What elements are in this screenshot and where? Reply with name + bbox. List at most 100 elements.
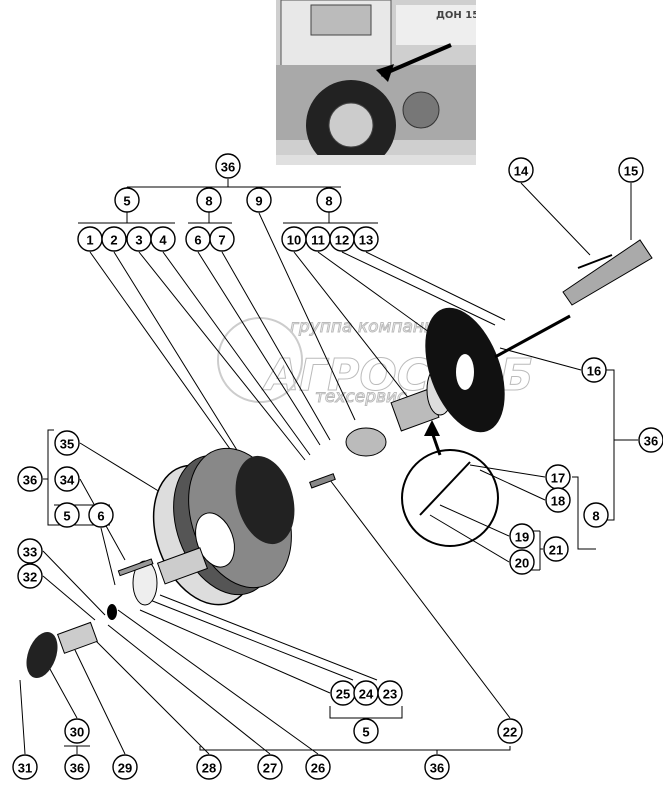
callout-13: 13 <box>353 226 379 252</box>
callout-27: 27 <box>257 754 283 780</box>
callout-circle <box>17 538 43 564</box>
callout-number: 25 <box>336 687 350 702</box>
callout-7: 7 <box>209 226 235 252</box>
model-text: ДОН 1500Б <box>436 10 476 21</box>
callout-circle <box>509 549 535 575</box>
callout-29: 29 <box>112 754 138 780</box>
callout-9: 9 <box>246 187 272 213</box>
callout-circle <box>150 226 176 252</box>
callout-circle <box>54 466 80 492</box>
callout-circle <box>112 754 138 780</box>
callout-6: 6 <box>88 502 114 528</box>
callout-circle <box>545 487 571 513</box>
callout-circle <box>114 187 140 213</box>
callout-circle <box>196 187 222 213</box>
callout-number: 7 <box>218 233 225 248</box>
callout-28: 28 <box>196 754 222 780</box>
callout-number: 28 <box>202 761 216 776</box>
callout-circle <box>305 754 331 780</box>
watermark-line1: группа компаний <box>290 317 446 337</box>
callout-3: 3 <box>126 226 152 252</box>
callout-circle <box>196 754 222 780</box>
callout-circle <box>353 718 379 744</box>
callout-33: 33 <box>17 538 43 564</box>
pin-14 <box>577 254 613 269</box>
band-ring <box>345 427 387 457</box>
callout-number: 1 <box>86 233 93 248</box>
callout-number: 13 <box>359 233 373 248</box>
callout-circle <box>88 502 114 528</box>
callout-1: 1 <box>77 226 103 252</box>
callout-circle <box>508 157 534 183</box>
callout-circle <box>17 563 43 589</box>
callout-circle <box>54 502 80 528</box>
callout-20: 20 <box>509 549 535 575</box>
part-15 <box>562 239 653 306</box>
callout-number: 8 <box>325 194 332 209</box>
callout-number: 15 <box>624 164 638 179</box>
sleeve-28 <box>56 621 98 654</box>
callout-36: 36 <box>64 754 90 780</box>
callout-circle <box>638 427 663 453</box>
callout-number: 4 <box>159 233 167 248</box>
callout-2: 2 <box>101 226 127 252</box>
callout-36: 36 <box>638 427 663 453</box>
callout-number: 36 <box>23 473 37 488</box>
callout-8: 8 <box>316 187 342 213</box>
callout-18: 18 <box>545 487 571 513</box>
callout-31: 31 <box>12 754 38 780</box>
callout-number: 2 <box>110 233 117 248</box>
callout-19: 19 <box>509 523 535 549</box>
callout-circle <box>12 754 38 780</box>
callout-circle <box>424 754 450 780</box>
callout-number: 36 <box>644 434 658 449</box>
combine-harvester-photo: ДОН 1500Б <box>276 0 476 165</box>
pointer-arrow-icon <box>376 64 394 82</box>
callout-number: 9 <box>255 194 262 209</box>
brackets <box>43 179 638 754</box>
detail-circle <box>401 449 499 547</box>
callout-35: 35 <box>54 430 80 456</box>
callout-number: 29 <box>118 761 132 776</box>
harvester-image: ДОН 1500Б <box>276 0 476 165</box>
callout-number: 31 <box>18 761 32 776</box>
callout-34: 34 <box>54 466 80 492</box>
callout-8: 8 <box>196 187 222 213</box>
leader-lines <box>19 182 632 755</box>
callout-number: 14 <box>514 164 529 179</box>
callout-number: 18 <box>551 494 565 509</box>
callout-number: 8 <box>205 194 212 209</box>
callout-circle <box>17 466 43 492</box>
callout-number: 32 <box>23 570 37 585</box>
washer <box>107 604 117 620</box>
callout-circle <box>618 157 644 183</box>
callout-number: 5 <box>362 725 369 740</box>
callout-22: 22 <box>497 718 523 744</box>
callout-number: 19 <box>515 530 529 545</box>
callout-circle <box>246 187 272 213</box>
callout-5: 5 <box>54 502 80 528</box>
pin-34 <box>117 558 154 577</box>
callout-14: 14 <box>508 157 534 183</box>
callout-11: 11 <box>305 226 331 252</box>
callout-number: 22 <box>503 725 517 740</box>
callout-number: 34 <box>60 473 75 488</box>
callout-32: 32 <box>17 563 43 589</box>
callout-number: 6 <box>97 509 104 524</box>
callout-number: 36 <box>221 160 235 175</box>
callout-6: 6 <box>185 226 211 252</box>
callout-number: 5 <box>123 194 130 209</box>
callout-number: 26 <box>311 761 325 776</box>
callout-number: 33 <box>23 545 37 560</box>
callout-17: 17 <box>545 464 571 490</box>
callout-circle <box>581 357 607 383</box>
callout-36: 36 <box>424 754 450 780</box>
callout-circle <box>353 226 379 252</box>
callout-circle <box>583 502 609 528</box>
callout-12: 12 <box>329 226 355 252</box>
callout-16: 16 <box>581 357 607 383</box>
callout-10: 10 <box>281 226 307 252</box>
callout-circle <box>64 718 90 744</box>
callout-number: 5 <box>63 509 70 524</box>
